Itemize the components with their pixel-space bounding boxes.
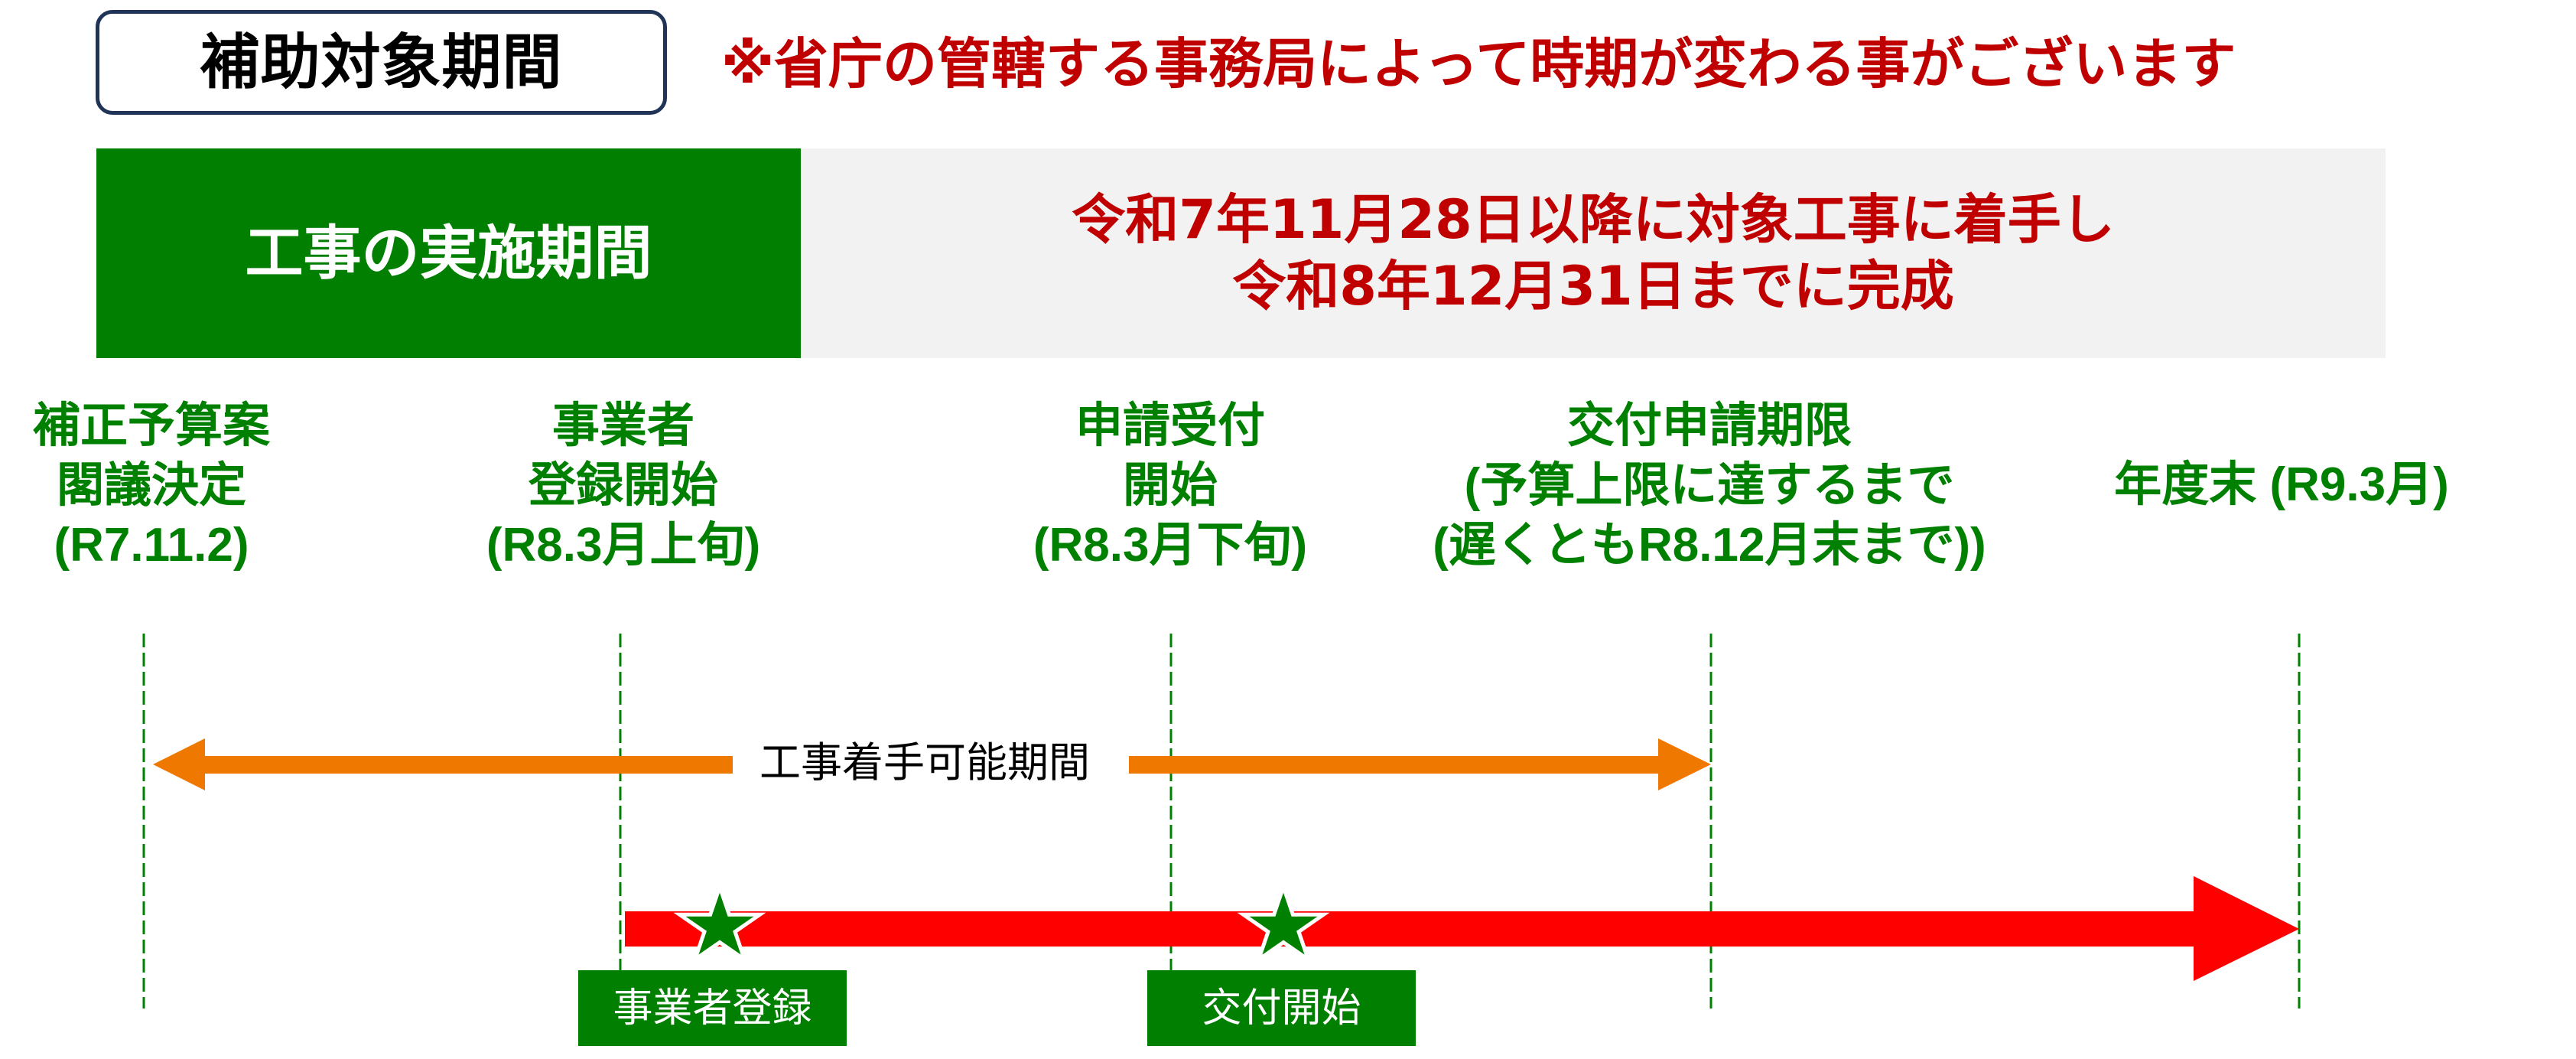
milestone-application-start: 申請受付 開始 (R8.3月下旬): [979, 396, 1361, 575]
milestone-line: 登録開始: [528, 459, 718, 512]
title-box: 補助対象期間: [96, 10, 667, 115]
milestone-line: 交付申請期限: [1566, 399, 1852, 452]
event-label-registration: 事業者登録: [613, 985, 812, 1031]
arrow-right-icon: [1129, 738, 1711, 790]
milestone-date: (R8.3月下旬): [1033, 519, 1308, 572]
construction-period-label-box: 工事の実施期間: [96, 148, 801, 358]
construction-period-label: 工事の実施期間: [245, 219, 652, 287]
milestone-registration-start: 事業者 登録開始 (R8.3月上旬): [432, 396, 815, 575]
timeline-arrow-icon: [625, 876, 2299, 981]
ministry-note: ※省庁の管轄する事務局によって時期が変わる事がございます: [721, 32, 2236, 96]
milestone-line: 事業者: [551, 399, 694, 452]
construction-window-label: 工事着手可能期間: [759, 738, 1090, 787]
milestone-application-deadline: 交付申請期限 (予算上限に達するまで (遅くともR8.12月末まで)): [1365, 396, 2054, 575]
arrow-left-icon: [153, 738, 733, 790]
milestone-date: (R8.3月上旬): [486, 519, 761, 572]
page-title: 補助対象期間: [200, 28, 563, 97]
milestone-guide-lines: [142, 634, 2301, 1008]
construction-period-detail-box: 令和7年11月28日以降に対象工事に着手し 令和8年12月31日までに完成: [801, 148, 2386, 358]
event-box-grant-start: 交付開始: [1147, 970, 1416, 1046]
milestone-line: 開始: [1122, 459, 1218, 512]
construction-period-end: 令和8年12月31日までに完成: [1232, 255, 1954, 318]
milestone-line: 閣議決定: [56, 459, 246, 512]
star-icon: [1237, 881, 1330, 965]
milestone-line: (予算上限に達するまで: [1464, 459, 1955, 512]
event-label-grant-start: 交付開始: [1202, 985, 1361, 1031]
milestone-date: (遅くともR8.12月末まで)): [1433, 519, 1986, 572]
event-box-registration: 事業者登録: [578, 970, 847, 1046]
construction-period-start: 令和7年11月28日以降に対象工事に着手し: [1072, 188, 2115, 251]
star-icon: [673, 881, 766, 965]
milestone-date: (R7.11.2): [54, 519, 249, 572]
milestone-budget-decision: 補正予算案 閣議決定 (R7.11.2): [0, 396, 303, 575]
milestone-line: 申請受付: [1075, 399, 1265, 452]
milestone-fiscal-year-end: 年度末 (R9.3月): [2014, 455, 2549, 515]
milestone-line: 補正予算案: [32, 399, 270, 452]
milestone-line: 年度末 (R9.3月): [2114, 458, 2449, 511]
